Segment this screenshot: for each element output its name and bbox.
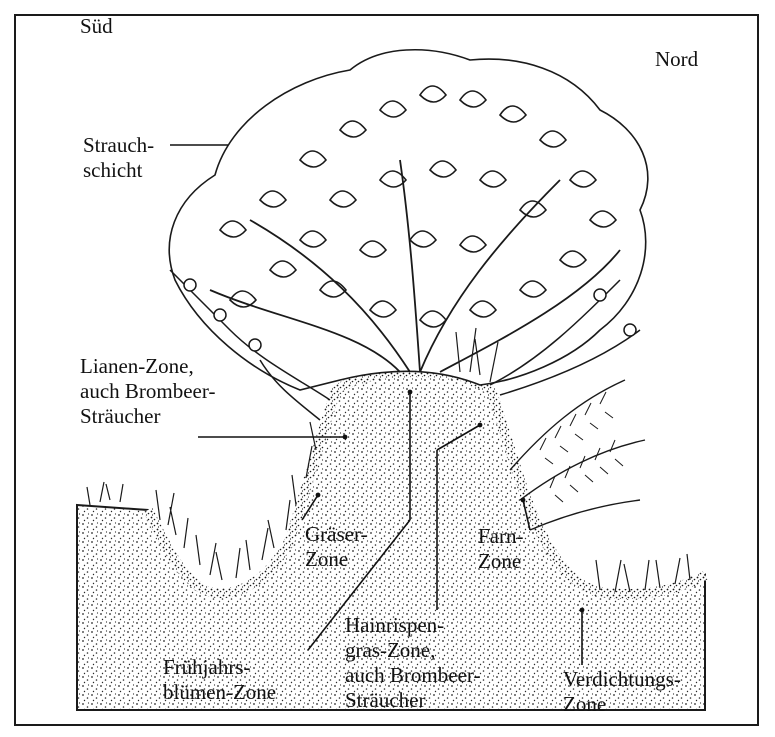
shrub-canopy [169,50,648,390]
label-fruehjahrs-zone: Frühjahrs-blümen-Zone [163,655,276,705]
label-hainrispen-zone: Hainrispen-gras-Zone,auch Brombeer-Sträu… [345,613,480,713]
label-graeser-zone: Gräser-Zone [305,522,368,572]
label-lianen-zone: Lianen-Zone,auch Brombeer-Sträucher [80,354,215,429]
label-verdichtungs-zone: Verdichtungs-Zone [563,667,681,717]
label-farn-zone: Farn-Zone [478,524,524,574]
label-nord: Nord [655,47,698,72]
label-strauchschicht: Strauch-schicht [83,133,154,183]
label-sued: Süd [80,14,113,39]
